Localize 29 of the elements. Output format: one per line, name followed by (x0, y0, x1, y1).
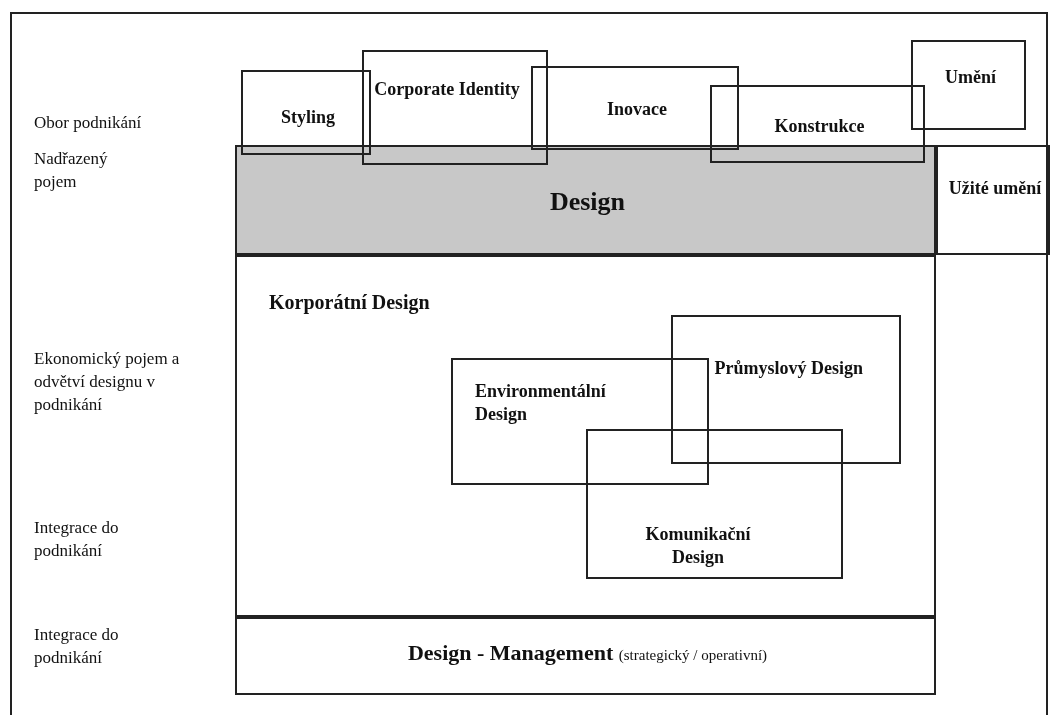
row-label: Nadřazený pojem (34, 148, 109, 193)
box-label: Užité umění (947, 177, 1043, 200)
category-box (586, 429, 843, 579)
group-heading: Korporátní Design (269, 290, 431, 315)
row-label: Integrace do podnikání (34, 624, 120, 669)
box-label: Umění (944, 66, 997, 89)
category-box (362, 50, 548, 165)
category-box (911, 40, 1026, 130)
highlighted-box (235, 145, 936, 255)
box-label: Environmentální Design (475, 380, 607, 427)
box-label: Design (548, 186, 627, 218)
box-label: Corporate Identity (373, 78, 521, 101)
category-box (241, 70, 371, 155)
box-label: Konstrukce (773, 115, 866, 138)
category-box (451, 358, 709, 485)
box-label: Inovace (606, 98, 668, 121)
category-box (235, 617, 936, 695)
category-box (531, 66, 739, 150)
category-box (671, 315, 901, 464)
box-label: Styling (280, 106, 336, 129)
category-box (710, 85, 925, 163)
row-label: Integrace do podnikání (34, 517, 120, 562)
row-label: Obor podnikání (34, 112, 143, 134)
box-label: Komunikační Design (644, 523, 752, 570)
category-box (936, 145, 1050, 255)
group-box (235, 255, 936, 617)
row-label: Ekonomický pojem a odvětví designu v podnikání (34, 348, 181, 416)
box-label: Design - Management (strategický / operativní) (406, 639, 769, 667)
box-label: Průmyslový Design (713, 357, 863, 380)
